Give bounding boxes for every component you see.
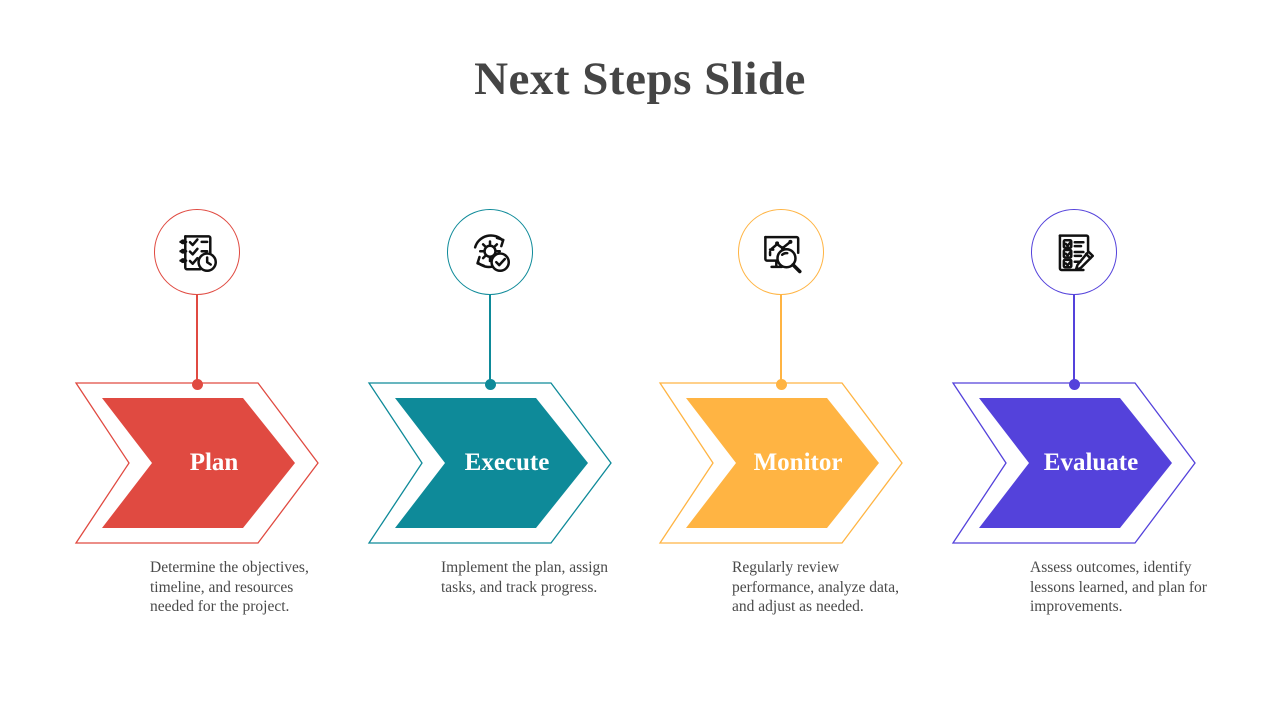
step-execute[interactable]: Execute Implement the plan, assign tasks… (340, 0, 640, 720)
caption-monitor: Regularly review performance, analyze da… (732, 559, 899, 615)
connector-line-evaluate (1073, 295, 1075, 385)
icon-circle-monitor[interactable] (738, 209, 824, 295)
connector-line-execute (489, 295, 491, 385)
chevron-evaluate[interactable] (950, 378, 1198, 548)
caption-evaluate: Assess outcomes, identify lessons learne… (1030, 559, 1207, 615)
connector-dot-monitor (775, 379, 787, 390)
chevron-plan[interactable] (73, 378, 321, 548)
connector-dot-evaluate (1068, 379, 1080, 390)
chevron-monitor[interactable] (657, 378, 905, 548)
caption-plan: Determine the objectives, timeline, and … (150, 559, 309, 615)
connector-line-plan (196, 295, 198, 385)
icon-circle-plan[interactable] (154, 209, 240, 295)
connector-line-monitor (780, 295, 782, 385)
chevron-execute[interactable] (366, 378, 614, 548)
checklist-clock-icon (172, 227, 222, 277)
connector-dot-plan (191, 379, 203, 390)
step-plan[interactable]: Plan Determine the objectives, timeline,… (47, 0, 347, 720)
caption-execute: Implement the plan, assign tasks, and tr… (441, 559, 609, 596)
icon-circle-evaluate[interactable] (1031, 209, 1117, 295)
step-monitor[interactable]: Monitor Regularly review performance, an… (631, 0, 931, 720)
checklist-pencil-icon (1049, 227, 1099, 277)
page-title: Next Steps Slide (474, 53, 806, 105)
step-evaluate[interactable]: Evaluate Assess outcomes, identify lesso… (924, 0, 1224, 720)
chart-monitor-magnifier-icon (756, 227, 806, 277)
icon-circle-execute[interactable] (447, 209, 533, 295)
gear-refresh-check-icon (465, 227, 515, 277)
connector-dot-execute (484, 379, 496, 390)
